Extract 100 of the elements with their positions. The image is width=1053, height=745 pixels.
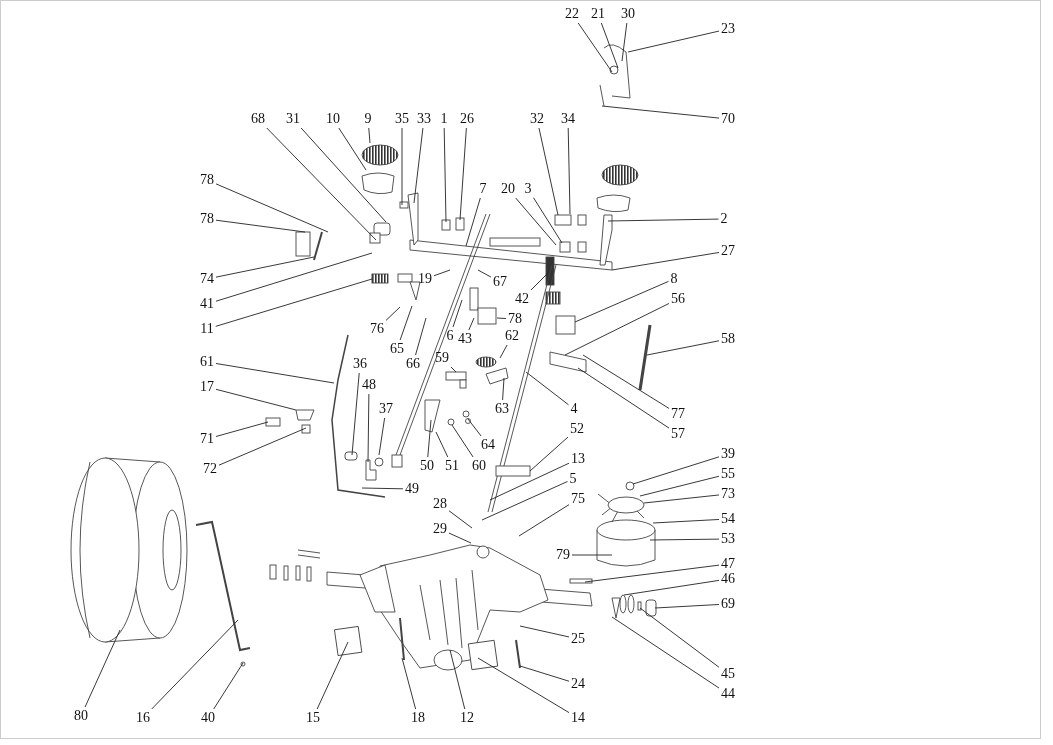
callout-number: 53 xyxy=(720,531,736,547)
callout-number: 48 xyxy=(361,377,377,393)
leader-line xyxy=(316,641,349,710)
callout-number: 43 xyxy=(457,331,473,347)
callout-number: 17 xyxy=(199,379,215,395)
leader-line xyxy=(584,564,720,583)
callout-number: 64 xyxy=(480,437,496,453)
leader-line xyxy=(519,625,570,638)
leader-line xyxy=(632,456,720,485)
callout-number: 34 xyxy=(560,111,576,127)
callout-number: 52 xyxy=(569,421,585,437)
leader-line xyxy=(378,417,386,456)
callout-number: 5 xyxy=(568,471,578,487)
leader-line xyxy=(415,317,427,356)
callout-number: 51 xyxy=(444,458,460,474)
callout-number: 39 xyxy=(720,446,736,462)
leader-line xyxy=(529,436,569,472)
callout-number: 2 xyxy=(719,211,729,227)
leader-line xyxy=(215,252,373,302)
leader-line xyxy=(427,419,432,458)
callout-number: 54 xyxy=(720,511,736,527)
callout-number: 55 xyxy=(720,466,736,482)
callout-number: 78 xyxy=(507,311,523,327)
callout-number: 8 xyxy=(669,271,679,287)
callout-number: 66 xyxy=(405,356,421,372)
callout-number: 32 xyxy=(529,111,545,127)
leader-line xyxy=(538,127,559,216)
callout-number: 56 xyxy=(670,291,686,307)
callout-number: 10 xyxy=(325,111,341,127)
callout-number: 36 xyxy=(352,356,368,372)
callout-number: 61 xyxy=(199,354,215,370)
callout-number: 33 xyxy=(416,111,432,127)
callout-number: 45 xyxy=(720,666,736,682)
leader-line xyxy=(477,269,492,278)
callout-number: 80 xyxy=(73,708,89,724)
leader-line xyxy=(496,317,507,319)
leader-line xyxy=(611,252,720,271)
callout-number: 11 xyxy=(199,321,215,337)
callout-number: 71 xyxy=(199,431,215,447)
leader-line xyxy=(401,127,403,206)
callout-number: 40 xyxy=(200,710,216,726)
leader-line xyxy=(361,487,404,490)
callout-number: 44 xyxy=(720,686,736,702)
callout-number: 60 xyxy=(471,458,487,474)
leader-line xyxy=(351,372,360,456)
leader-line xyxy=(401,657,417,710)
leader-line xyxy=(607,218,719,222)
callout-number: 72 xyxy=(202,461,218,477)
leader-line xyxy=(477,657,570,714)
callout-number: 47 xyxy=(720,556,736,572)
leader-line xyxy=(574,280,669,323)
callout-number: 74 xyxy=(199,271,215,287)
leader-line xyxy=(451,424,474,458)
callout-number: 21 xyxy=(590,6,606,22)
leader-line xyxy=(577,22,613,73)
leader-line xyxy=(448,510,473,529)
leader-line xyxy=(215,363,335,384)
callout-number: 75 xyxy=(570,491,586,507)
leader-line xyxy=(215,421,269,437)
leader-line xyxy=(452,299,463,328)
leader-line xyxy=(577,367,670,429)
leader-line xyxy=(459,127,467,221)
callout-number: 77 xyxy=(670,406,686,422)
callout-number: 26 xyxy=(459,111,475,127)
leader-line xyxy=(519,665,570,682)
callout-number: 49 xyxy=(404,481,420,497)
leader-line xyxy=(215,256,315,278)
leader-line xyxy=(213,662,244,710)
callout-number: 16 xyxy=(135,710,151,726)
leader-line xyxy=(646,340,720,356)
leader-line xyxy=(468,317,475,331)
callout-number: 35 xyxy=(394,111,410,127)
leader-line xyxy=(385,306,401,321)
leader-line xyxy=(627,30,720,53)
leader-line xyxy=(266,127,377,241)
callout-number: 78 xyxy=(199,211,215,227)
callout-number: 31 xyxy=(285,111,301,127)
leader-line xyxy=(515,197,557,246)
callout-number: 78 xyxy=(199,172,215,188)
leader-line xyxy=(567,127,571,215)
callout-number: 15 xyxy=(305,710,321,726)
leader-line xyxy=(399,305,413,341)
callout-number: 30 xyxy=(620,6,636,22)
leader-line xyxy=(499,344,508,359)
leader-line xyxy=(368,127,371,144)
leader-line xyxy=(467,418,482,437)
leader-line xyxy=(600,22,619,69)
callout-number: 57 xyxy=(670,426,686,442)
leader-line xyxy=(652,519,720,524)
leader-line xyxy=(449,649,466,710)
callout-number: 20 xyxy=(500,181,516,197)
leader-line xyxy=(582,354,670,409)
callout-number: 14 xyxy=(570,710,586,726)
callout-number: 69 xyxy=(720,596,736,612)
callout-number: 12 xyxy=(459,710,475,726)
leader-line xyxy=(433,269,451,277)
leader-line xyxy=(413,127,424,204)
callout-number: 25 xyxy=(570,631,586,647)
leader-line xyxy=(151,619,239,710)
callout-number: 27 xyxy=(720,243,736,259)
